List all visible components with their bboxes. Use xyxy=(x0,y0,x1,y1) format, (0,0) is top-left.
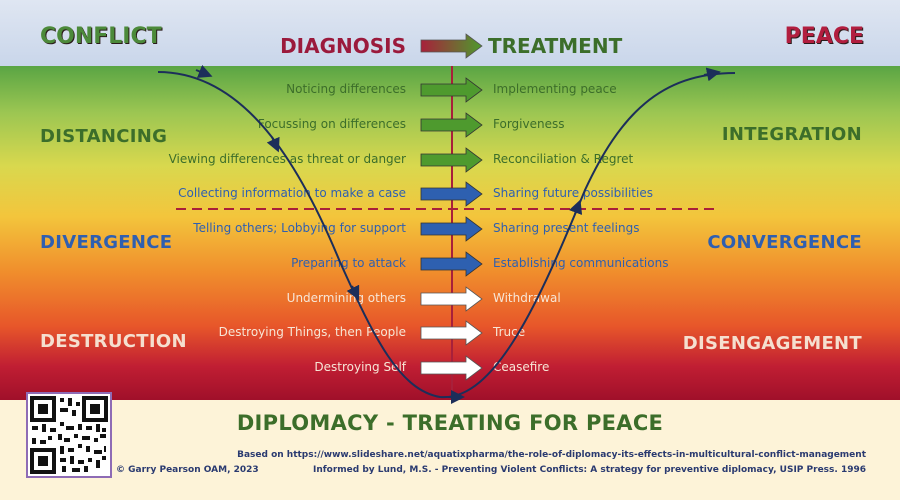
curve-arrowhead xyxy=(568,199,583,216)
row-arrow xyxy=(420,112,483,138)
treatment-item: Forgiveness xyxy=(493,117,565,131)
row-arrow xyxy=(420,286,483,312)
curve-arrowhead xyxy=(195,64,213,78)
treatment-item: Implementing peace xyxy=(493,82,617,96)
curve-arrowhead xyxy=(266,136,280,153)
peace-heading: PEACE xyxy=(784,24,864,49)
treatment-heading: TREATMENT xyxy=(488,34,623,58)
diagnosis-item: Noticing differences xyxy=(286,82,406,96)
footer-title: DIPLOMACY - TREATING FOR PEACE xyxy=(236,411,664,435)
conflict-peace-curve xyxy=(157,71,736,399)
stage-destruction: DESTRUCTION xyxy=(40,331,187,352)
stage-integration: INTEGRATION xyxy=(721,124,862,145)
diagnosis-item: Preparing to attack xyxy=(291,256,406,270)
treatment-item: Ceasefire xyxy=(493,360,550,374)
source-reference-1: Based on https://www.slideshare.net/aqua… xyxy=(237,450,866,460)
row-arrow xyxy=(420,355,483,381)
treatment-item: Establishing communications xyxy=(493,256,669,270)
diagnosis-item: Collecting information to make a case xyxy=(178,186,406,200)
stage-convergence: CONVERGENCE xyxy=(707,232,862,253)
diagnosis-item: Focussing on differences xyxy=(257,117,406,131)
curve-arrowhead xyxy=(703,67,721,82)
diagnosis-item: Telling others; Lobbying for support xyxy=(193,221,406,235)
diagnosis-item: Undermining others xyxy=(286,291,406,305)
row-arrow xyxy=(420,181,483,207)
footer-band xyxy=(0,400,900,500)
stage-disengagement: DISENGAGEMENT xyxy=(682,333,862,354)
diagnosis-to-treatment-arrow xyxy=(420,33,483,59)
stage-divergence: DIVERGENCE xyxy=(40,232,173,253)
conflict-heading: CONFLICT xyxy=(40,24,162,49)
treatment-item: Withdrawal xyxy=(493,291,561,305)
curve-arrowhead xyxy=(346,284,360,301)
row-arrow xyxy=(420,77,483,103)
diagnosis-heading: DIAGNOSIS xyxy=(280,34,406,58)
stage-distancing: DISTANCING xyxy=(40,126,168,147)
header-band xyxy=(0,0,900,66)
diagnosis-item: Destroying Things, then People xyxy=(218,325,406,339)
qr-code-image xyxy=(26,392,112,478)
treatment-item: Sharing present feelings xyxy=(493,221,640,235)
row-arrow xyxy=(420,147,483,173)
diagnosis-item: Destroying Self xyxy=(314,360,406,374)
copyright-text: © Garry Pearson OAM, 2023 xyxy=(116,465,259,475)
row-arrow xyxy=(420,251,483,277)
source-reference-2: Informed by Lund, M.S. - Preventing Viol… xyxy=(313,465,866,475)
row-arrow xyxy=(420,320,483,346)
treatment-item: Sharing future possibilities xyxy=(493,186,653,200)
row-arrow xyxy=(420,216,483,242)
